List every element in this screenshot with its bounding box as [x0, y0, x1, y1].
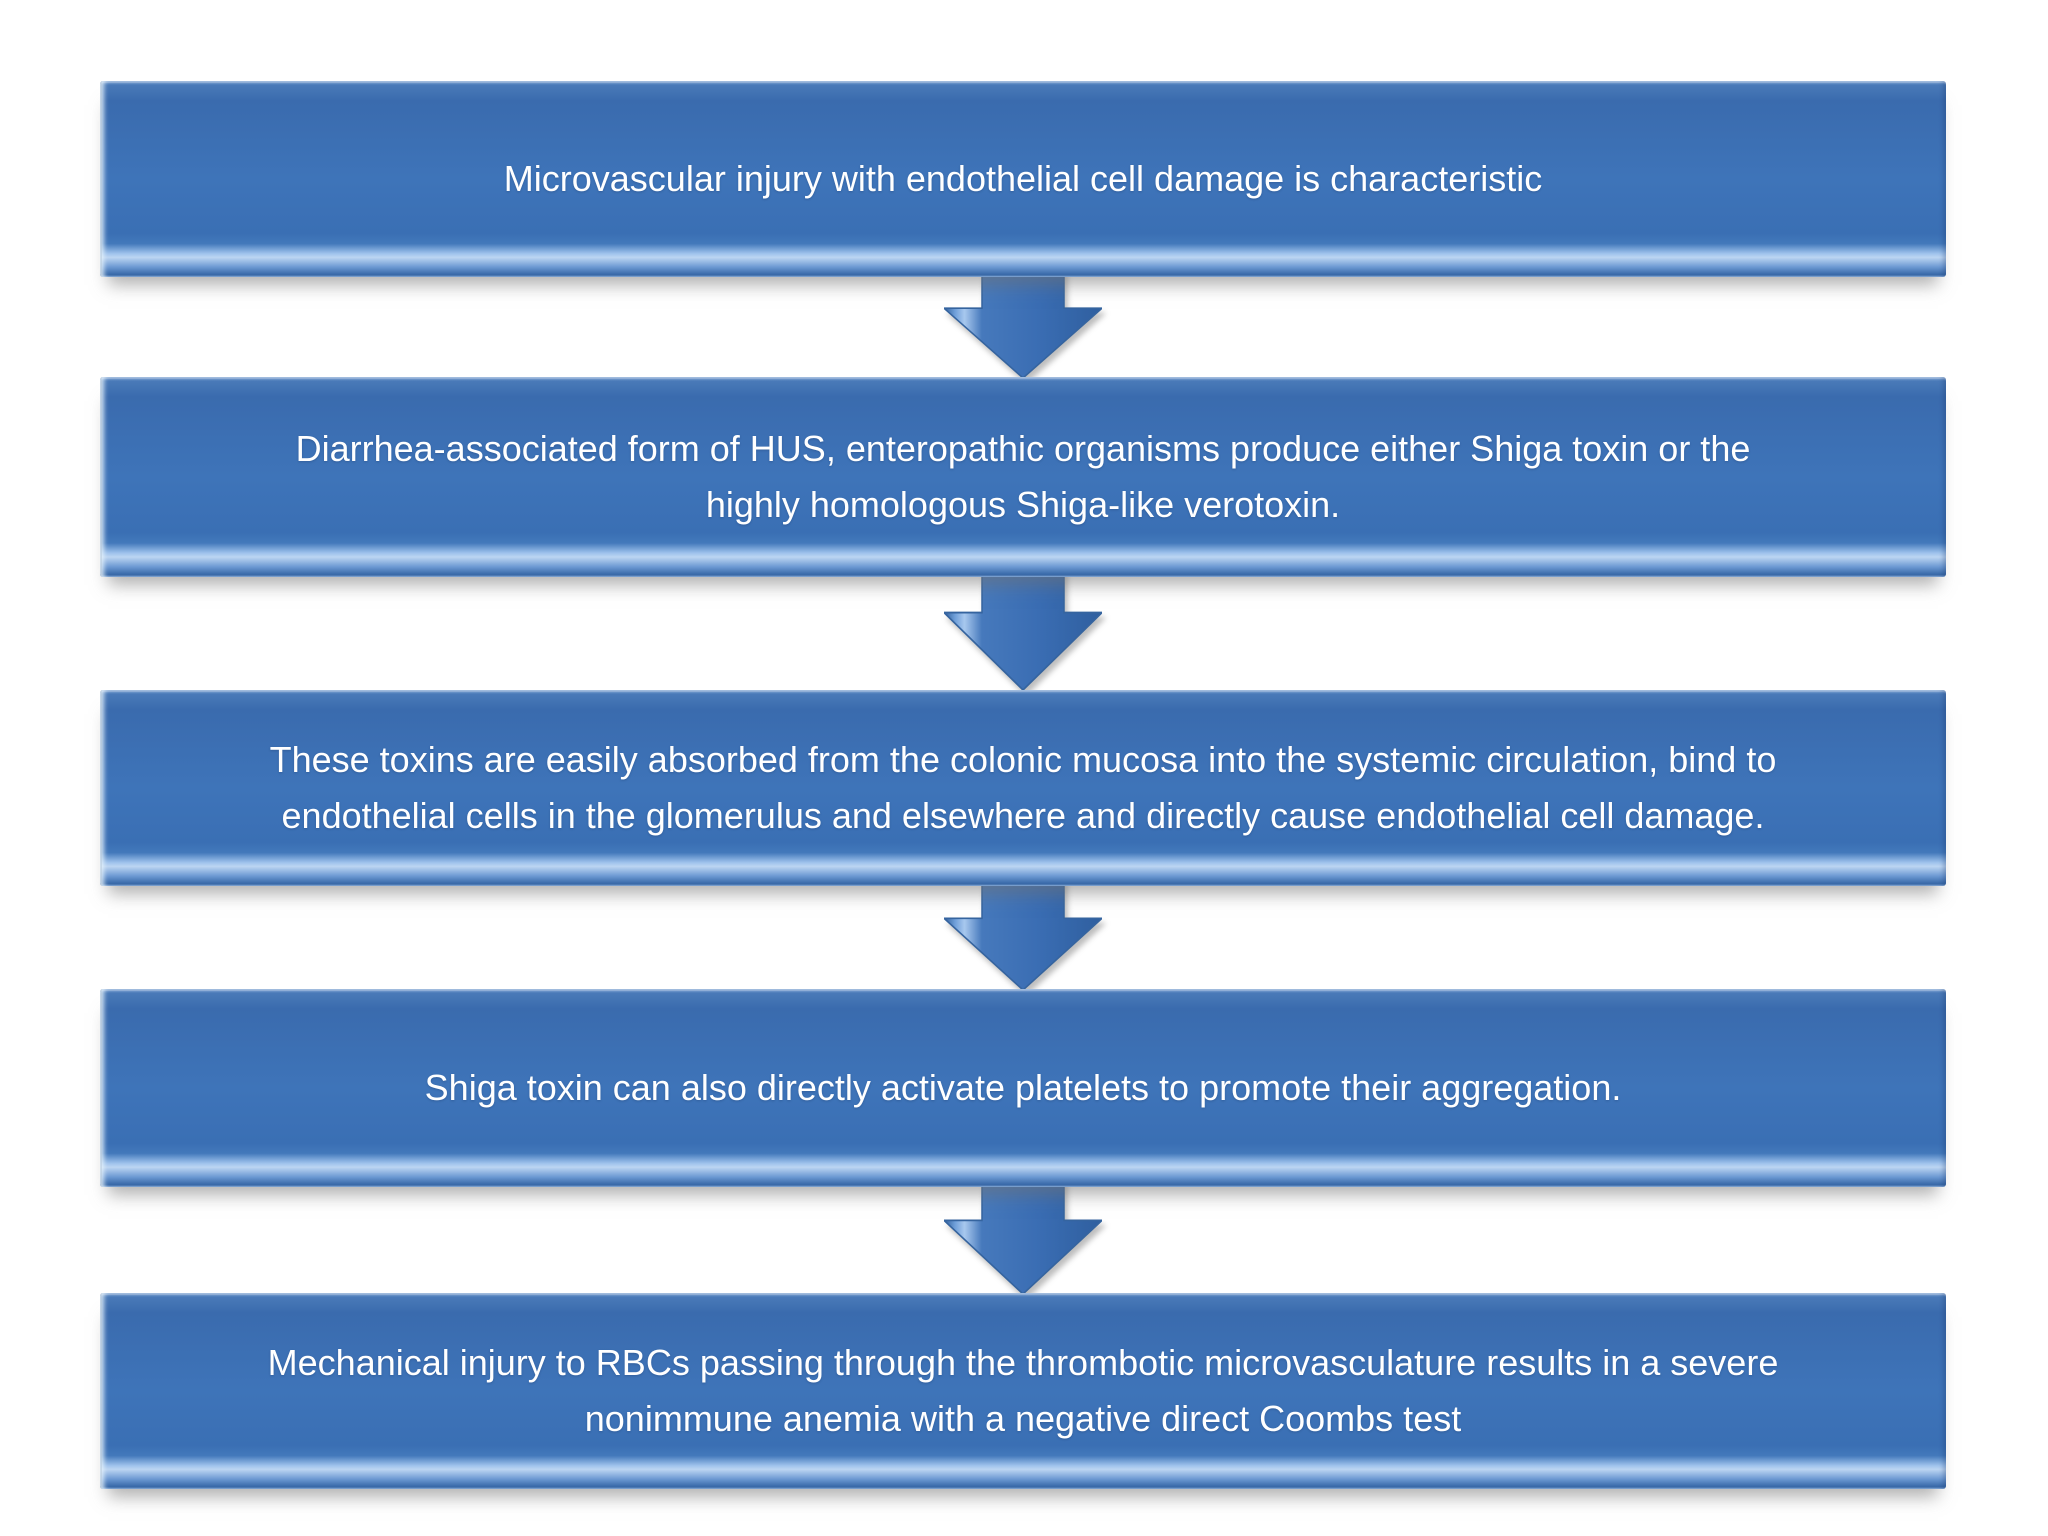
flow-step-4-text: Shiga toxin can also directly activate p… [424, 1067, 1622, 1108]
flow-step-5-text: Mechanical injury to RBCs passing throug… [267, 1342, 1779, 1439]
down-arrow-icon [944, 878, 1102, 990]
down-arrow-icon [944, 1179, 1102, 1294]
flow-step-2: Diarrhea-associated form of HUS, enterop… [100, 377, 1946, 577]
flow-step-5: Mechanical injury to RBCs passing throug… [100, 1293, 1946, 1489]
flow-step-3-text: These toxins are easily absorbed from th… [269, 739, 1777, 836]
flow-step-4: Shiga toxin can also directly activate p… [100, 989, 1946, 1187]
flow-step-3: These toxins are easily absorbed from th… [100, 690, 1946, 886]
down-arrow-icon [944, 269, 1102, 378]
flow-step-2-text: Diarrhea-associated form of HUS, enterop… [295, 428, 1751, 525]
down-arrow-icon [944, 569, 1102, 690]
flow-step-1: Microvascular injury with endothelial ce… [100, 81, 1946, 277]
flow-step-1-text: Microvascular injury with endothelial ce… [503, 158, 1543, 199]
